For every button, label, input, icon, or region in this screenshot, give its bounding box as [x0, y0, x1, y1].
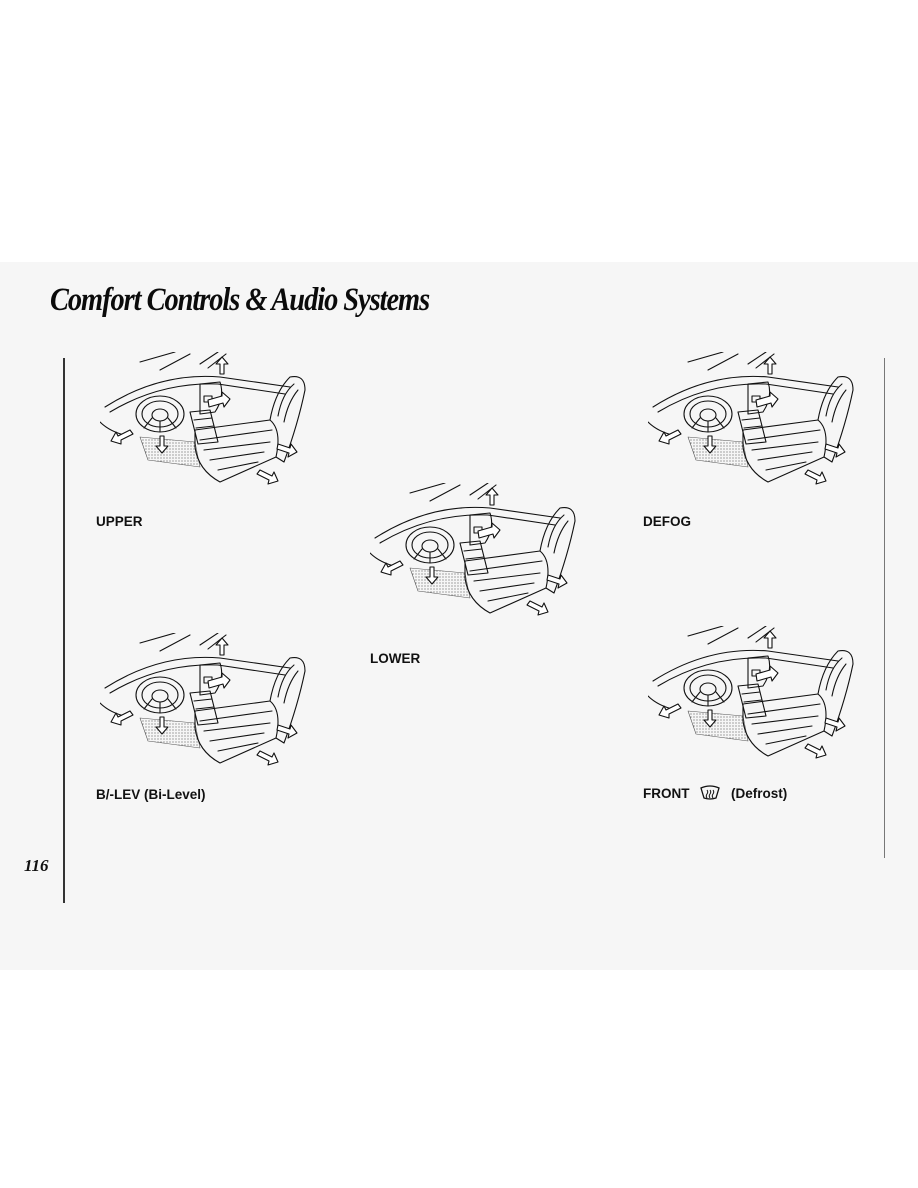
front-label-text: FRONT [643, 785, 690, 801]
front-defrost-mode-illustration [648, 626, 858, 766]
defrost-icon [700, 785, 721, 801]
manual-page [0, 262, 918, 970]
front-defrost-mode-label: FRONT (Defrost) [643, 785, 787, 801]
upper-mode-label: UPPER [96, 514, 143, 529]
defog-mode-illustration [648, 352, 858, 492]
right-margin-rule [884, 358, 885, 858]
left-margin-rule [63, 358, 65, 903]
lower-mode-illustration [370, 483, 580, 623]
front-label-suffix: (Defrost) [731, 785, 788, 801]
page-number: 116 [24, 856, 49, 875]
bilevel-mode-illustration [100, 633, 310, 773]
upper-mode-illustration [100, 352, 310, 492]
lower-mode-label: LOWER [370, 651, 421, 666]
defog-mode-label: DEFOG [643, 514, 692, 529]
page-title: Comfort Controls & Audio Systems [50, 282, 430, 318]
bilevel-mode-label: B/-LEV (Bi-Level) [96, 787, 206, 802]
